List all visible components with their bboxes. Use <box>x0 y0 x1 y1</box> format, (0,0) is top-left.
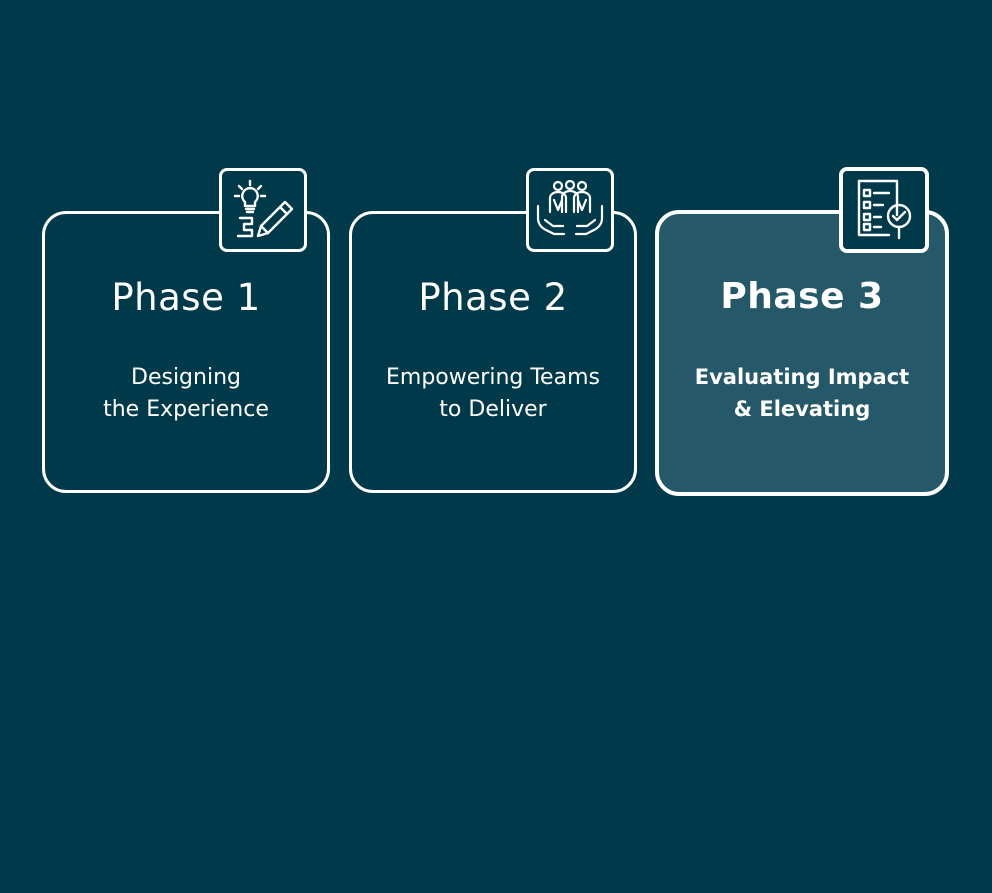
phase-description-line: the Experience <box>103 397 269 422</box>
phase-description: Empowering Teams to Deliver <box>352 362 634 426</box>
phase-title: Phase 2 <box>418 276 568 319</box>
team-hands-icon <box>526 168 614 252</box>
phase-title: Phase 1 <box>111 276 261 319</box>
checklist-magnifier-icon <box>839 167 929 253</box>
phase-description: Designing the Experience <box>45 362 327 426</box>
phase-2-card[interactable]: Phase 2 Empowering Teams to Deliver <box>349 168 637 493</box>
phase-description: Evaluating Impact & Elevating <box>659 361 945 425</box>
phase-description-line: to Deliver <box>439 397 547 422</box>
phase-description-line: Empowering Teams <box>386 365 600 390</box>
phase-description-line: Designing <box>131 365 241 390</box>
phase-title: Phase 3 <box>720 276 884 317</box>
phase-description-line: & Elevating <box>733 397 871 421</box>
phase-1-card[interactable]: Phase 1 Designing the Experience <box>42 168 330 493</box>
phase-3-card[interactable]: Phase 3 Evaluating Impact & Elevating <box>655 167 949 496</box>
lightbulb-pencil-icon <box>219 168 307 252</box>
phase-description-line: Evaluating Impact <box>694 365 910 389</box>
